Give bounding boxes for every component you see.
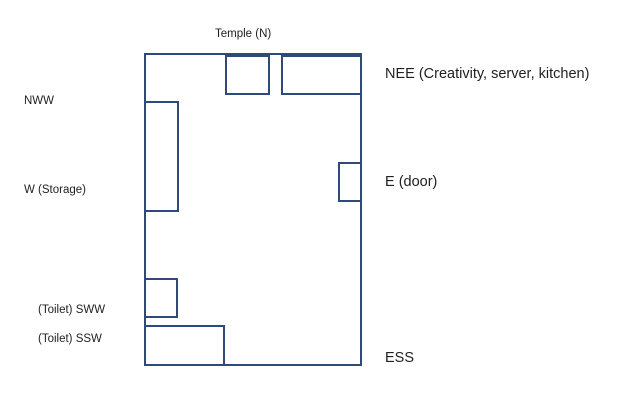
toilet-ssw-box xyxy=(144,325,225,366)
e-door-label: E (door) xyxy=(385,174,438,190)
door-box xyxy=(338,162,362,202)
temple-label: Temple (N) xyxy=(215,28,272,40)
toilet-ssw-label: (Toilet) SSW xyxy=(38,333,102,345)
w-storage-label: W (Storage) xyxy=(24,184,86,196)
temple-box xyxy=(225,55,270,95)
nww-label: NWW xyxy=(24,95,55,107)
storage-box xyxy=(144,101,179,212)
toilet-sww-box xyxy=(144,278,178,318)
toilet-sww-label: (Toilet) SWW xyxy=(38,304,106,316)
ess-label: ESS xyxy=(385,350,415,366)
nee-box xyxy=(281,55,362,95)
nee-label: NEE (Creativity, server, kitchen) xyxy=(385,66,590,82)
